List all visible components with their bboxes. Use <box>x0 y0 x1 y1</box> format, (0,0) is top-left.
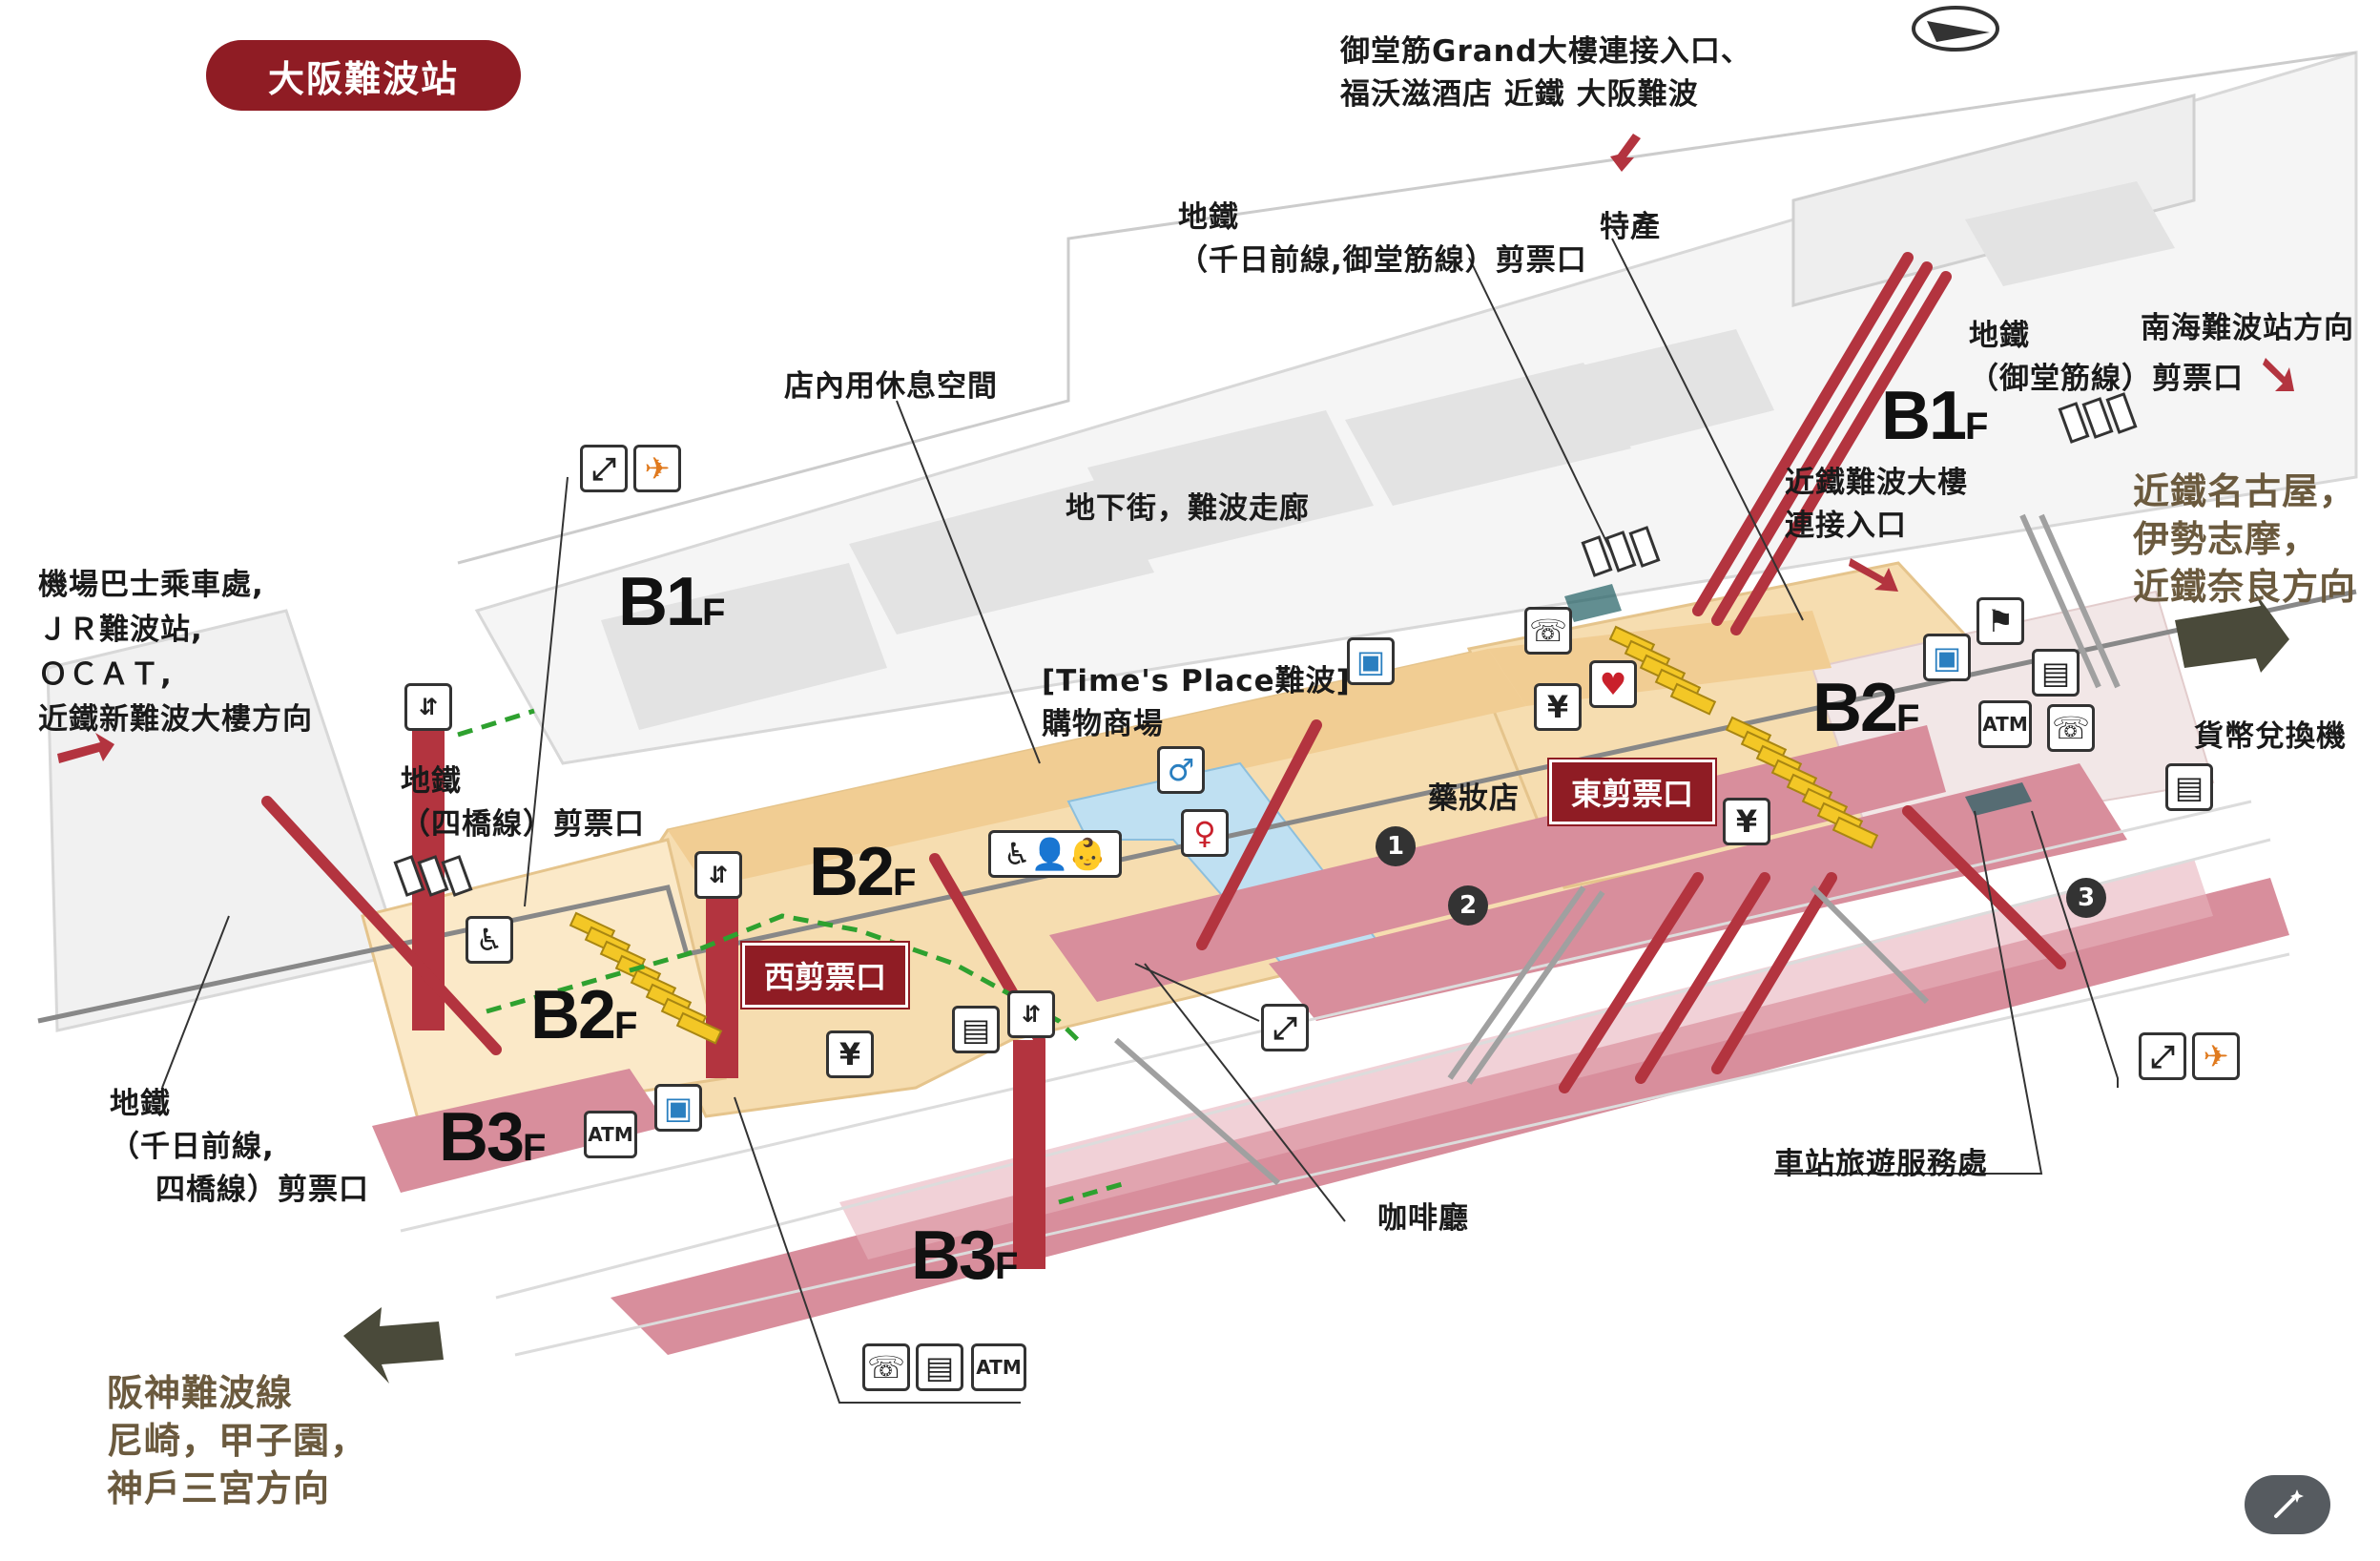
label-nankai-direction: 南海難波站方向 <box>2141 311 2354 345</box>
label-subway-sennichimae-yotsubashi: 地鐵 （千日前線, 四橋線）剪票口 <box>110 1087 369 1207</box>
escalator-icon: ⤢ <box>2139 1032 2186 1080</box>
wheelchair-icon: ♿ <box>466 916 513 964</box>
label-subway-sennichimae-midosuji: 地鐵（千日前線,御堂筋線）剪票口 <box>1178 200 1587 278</box>
east-ticket-gate: 東剪票口 <box>1549 760 1716 824</box>
platform-1 <box>1049 725 1946 1002</box>
magic-wand-icon <box>2274 1489 2304 1518</box>
arrow-east <box>2175 587 2289 673</box>
b1-shop-block <box>1087 410 1374 563</box>
label-subway-midosuji-right: 地鐵（御堂筋線）剪票口 <box>1969 319 2244 396</box>
label-tourist-info: 車站旅遊服務處 <box>1774 1147 1988 1181</box>
info-counter <box>1965 782 2032 816</box>
multipurpose-toilet-icon: ♿👤👶 <box>988 830 1122 878</box>
atm-icon: ATM <box>584 1111 637 1158</box>
locker-icon: ▤ <box>2032 649 2080 697</box>
info-counter <box>1564 584 1622 622</box>
atm-icon: ATM <box>971 1343 1026 1391</box>
leader-lines <box>161 238 2119 1404</box>
yen-icon: ¥ <box>826 1030 874 1078</box>
phone-icon: ☏ <box>1524 607 1572 655</box>
west-ticket-gate: 西剪票口 <box>742 943 909 1008</box>
floor-label-b2-center: B2F <box>809 834 917 910</box>
elevator-icon: ⇵ <box>1007 990 1055 1038</box>
ic-card-icon: ▣ <box>1923 634 1971 681</box>
platform-b3-center <box>839 859 2213 1259</box>
escalator-icon: ⤢ <box>1261 1004 1309 1051</box>
yen-icon: ¥ <box>1723 798 1770 845</box>
floor-label-b3-center: B3F <box>911 1218 1019 1294</box>
accessible-routes <box>457 708 1127 1205</box>
arrow-west <box>343 1307 444 1384</box>
b1-shop-block <box>1965 181 2175 286</box>
floor-label-b2-right: B2F <box>1812 670 1920 746</box>
b1-shop-block <box>849 477 1154 635</box>
edit-magic-button[interactable] <box>2245 1475 2330 1534</box>
ic-card-icon: ▣ <box>654 1084 702 1132</box>
label-kintetsu-building: 近鐵難波大樓連接入口 <box>1785 466 1968 543</box>
b1-edge-line <box>457 51 2357 565</box>
label-airport-bus: 機場巴士乘車處,ＪＲ難波站,ＯＣＡＴ,近鐵新難波大樓方向 <box>38 568 313 737</box>
label-top-exit: 御堂筋Grand大樓連接入口、福沃滋酒店 近鐵 大阪難波 <box>1340 34 1751 112</box>
track-line <box>400 800 2252 1233</box>
platform-number-3: 3 <box>2066 878 2106 918</box>
floor-label-b1-right: B1F <box>1881 378 1989 454</box>
b1-shop-block <box>1345 363 1631 506</box>
travel-center-icon: ✈ <box>2192 1032 2240 1080</box>
gate-bars-east <box>1608 625 1879 849</box>
b1-shop-block <box>1574 329 1774 448</box>
flag-icon: ⚑ <box>1976 597 2024 645</box>
locker-icon: ▤ <box>952 1006 1000 1053</box>
arrow-red-topleft <box>57 733 114 763</box>
arrow-red-kintetsu <box>1849 558 1898 592</box>
arrow-red-right <box>2263 358 2294 391</box>
label-specialty: 特產 <box>1600 210 1661 244</box>
platform-number-2: 2 <box>1448 885 1488 926</box>
stairs <box>1114 513 2121 1186</box>
floor-label-b1-left: B1F <box>618 564 726 640</box>
label-drugstore: 藥妝店 <box>1428 781 1520 816</box>
compass-icon <box>1912 6 1999 52</box>
aed-icon: ♥ <box>1589 660 1637 708</box>
label-cafe: 咖啡廳 <box>1377 1201 1469 1236</box>
platform-number-1: 1 <box>1376 826 1416 866</box>
b2-shop-row <box>668 649 1526 887</box>
subway-gates <box>393 392 2138 897</box>
label-underground-street: 地下街，難波走廊 <box>1066 491 1310 526</box>
elevator-shaft <box>1013 1040 1045 1269</box>
floor-label-b2-left: B2F <box>530 977 638 1053</box>
elevator-icon: ⇵ <box>404 683 452 731</box>
track-line <box>495 838 2271 1300</box>
label-currency-exchange: 貨幣兌換機 <box>2194 719 2347 754</box>
platform-2 <box>1269 763 2127 1021</box>
arrow-red-top <box>1610 134 1641 172</box>
male-toilet-icon: ♂ <box>1157 746 1205 794</box>
elevator-icon: ⇵ <box>694 851 742 899</box>
gate-bars-west <box>569 911 723 1045</box>
locker-icon: ▤ <box>2165 763 2213 811</box>
yen-icon: ¥ <box>1534 683 1582 731</box>
locker-icon: ▤ <box>916 1343 963 1391</box>
direction-hanshin-west: 阪神難波線尼崎，甲子園，神戶三宮方向 <box>107 1372 368 1509</box>
female-toilet-icon: ♀ <box>1181 809 1229 857</box>
platform-b3-left <box>372 1069 668 1193</box>
station-title: 大阪難波站 <box>206 40 521 111</box>
ic-card-icon: ▣ <box>1347 637 1395 685</box>
b1-upper-corridor <box>1791 94 2196 307</box>
travel-center-icon: ✈ <box>633 445 681 492</box>
track-line <box>514 952 2290 1357</box>
direction-kintetsu-east: 近鐵名古屋，伊勢志摩，近鐵奈良方向 <box>2133 470 2357 608</box>
b1-shop-block <box>601 563 887 730</box>
elevator-shaft <box>706 887 738 1078</box>
label-rest-space: 店內用休息空間 <box>784 369 998 404</box>
label-subway-yotsubashi: 地鐵（四橋線）剪票口 <box>401 764 645 842</box>
escalators <box>261 252 2066 1093</box>
label-times-place: [Time's Place難波]購物商場 <box>1042 664 1351 741</box>
phone-icon: ☏ <box>2047 704 2095 752</box>
escalator-icon: ⤢ <box>580 445 628 492</box>
phone-icon: ☏ <box>862 1343 910 1391</box>
floor-label-b3-left: B3F <box>439 1099 547 1176</box>
atm-icon: ATM <box>1978 700 2032 748</box>
